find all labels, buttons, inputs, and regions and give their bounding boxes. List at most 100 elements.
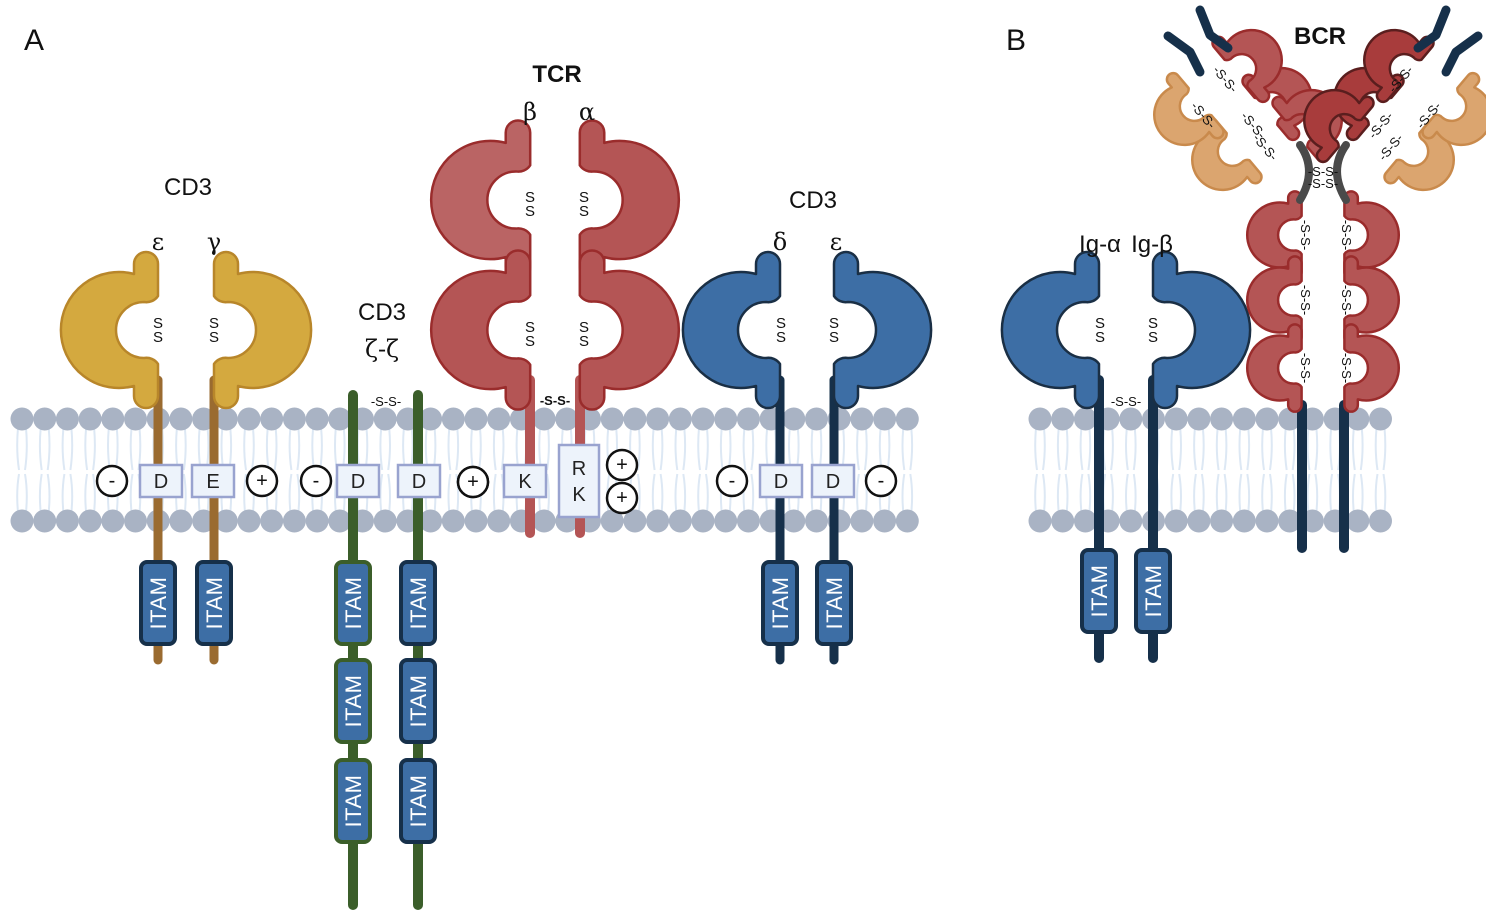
lipid-tail (901, 427, 914, 513)
charge-tcr-1: + (605, 448, 639, 482)
residue-box (502, 463, 548, 499)
lipid-head (1278, 407, 1302, 431)
lipid-head (169, 407, 193, 431)
lipid-head (124, 509, 147, 533)
lipid-tail (629, 427, 641, 513)
bcr-hinge-right (1333, 141, 1350, 204)
lipid-tail (38, 427, 51, 513)
itam-box (761, 560, 799, 646)
lipid-tail (220, 427, 233, 513)
itam-cd3-zeta2: ITAM (399, 560, 437, 646)
lipid-tail (107, 427, 119, 513)
residue-letter: D (412, 471, 426, 493)
lipid-head (282, 509, 306, 533)
itam-label: ITAM (341, 675, 366, 728)
lipid-tail (424, 427, 437, 513)
ig-domain-shape (681, 250, 782, 410)
lipid-tail (856, 427, 868, 513)
lipid-head (714, 509, 738, 533)
bcr-title: BCR (1294, 23, 1346, 50)
lipid-head (1369, 407, 1392, 431)
itam-box (1134, 548, 1172, 634)
residue-tcr-beta: K (502, 463, 548, 499)
ig-domain-shape (1153, 71, 1225, 147)
cd3-zz-title: CD3 (358, 299, 406, 326)
lipid-tail (1306, 427, 1319, 513)
cd3-delta-domain (681, 250, 782, 410)
bcr-antigen-binding-tip (1441, 31, 1483, 77)
residue-letter: D (154, 471, 168, 493)
itam-label: ITAM (202, 577, 227, 630)
lipid-tail (447, 427, 460, 513)
lipid-head (328, 407, 352, 431)
disulfide-label: S (579, 189, 589, 206)
residue-letter: D (351, 471, 365, 493)
lipid-head (532, 407, 556, 431)
itam-label: ITAM (146, 577, 171, 630)
disulfide-label: S (829, 329, 839, 346)
tcr-title: TCR (532, 61, 581, 88)
ig-domain-shape (429, 249, 532, 411)
lipid-head (895, 407, 919, 431)
disulfide-label: S (525, 333, 535, 350)
lipid-head (1232, 509, 1256, 533)
lipid-tail (470, 427, 482, 513)
residue-letter: K (572, 484, 586, 506)
lipid-tail (1034, 427, 1046, 513)
membrane-panel-b (1028, 407, 1392, 533)
residue-box (396, 463, 442, 499)
lipid-head (1346, 407, 1370, 431)
positive-charge-icon: + (616, 487, 628, 509)
itam-box (334, 658, 372, 744)
lipid-head (282, 407, 306, 431)
lipid-tail (402, 427, 414, 513)
itam-label: ITAM (1087, 565, 1112, 618)
charge-circle (605, 481, 639, 515)
residue-cd3-delta: D (758, 463, 804, 499)
disulfide-label: S (153, 315, 163, 332)
lipid-head (1073, 407, 1097, 431)
lipid-head (600, 407, 624, 431)
itam-label: ITAM (406, 675, 431, 728)
charge-circle (605, 448, 639, 482)
itam-box (139, 560, 177, 646)
residue-cd3-zeta1: D (335, 463, 381, 499)
charge-cd3-eg-left: - (95, 464, 129, 498)
lipid-head (555, 407, 579, 431)
bcr-heavy2-ch1-domain (1303, 88, 1375, 164)
positive-charge-icon: + (616, 454, 628, 476)
ig-domain-shape (1000, 250, 1101, 410)
lipid-tail (16, 427, 28, 513)
lipid-head (1187, 407, 1211, 431)
itam-box (334, 560, 372, 646)
lipid-tail (243, 427, 255, 513)
lipid-tail (697, 427, 709, 513)
lipid-head (646, 407, 670, 431)
tcr-disulfide-bond: -S-S- (540, 393, 570, 408)
ig-domain-shape (578, 249, 681, 411)
charge-circle (95, 464, 129, 498)
bcr-light2-v-domain (1421, 71, 1486, 147)
tcr-beta-c-domain (429, 249, 532, 411)
bcr-antigen-binding-tip (1413, 5, 1451, 53)
lipid-head (237, 509, 261, 533)
bcr-hinge-disulfide: -S-S- (1308, 176, 1338, 191)
tcr-beta-label: β (523, 98, 537, 126)
itam-box (815, 560, 853, 646)
cd3-delta-label: δ (773, 228, 787, 256)
itam-box (1080, 548, 1118, 634)
itam-ig-beta: ITAM (1134, 548, 1172, 634)
lipid-head (124, 407, 147, 431)
lipid-head (260, 509, 284, 533)
disulfide-label: S (153, 329, 163, 346)
bcr-disulfide-bond: -S-S- (1298, 285, 1313, 315)
lipid-head (464, 509, 488, 533)
lipid-tail (311, 427, 323, 513)
bcr-disulfide-bond: -S-S- (1339, 353, 1354, 383)
lipid-head (805, 407, 828, 431)
residue-box (557, 443, 601, 519)
lipid-head (782, 407, 806, 431)
lipid-head (1187, 509, 1211, 533)
itam-box (334, 758, 372, 844)
itam-box (399, 758, 437, 844)
